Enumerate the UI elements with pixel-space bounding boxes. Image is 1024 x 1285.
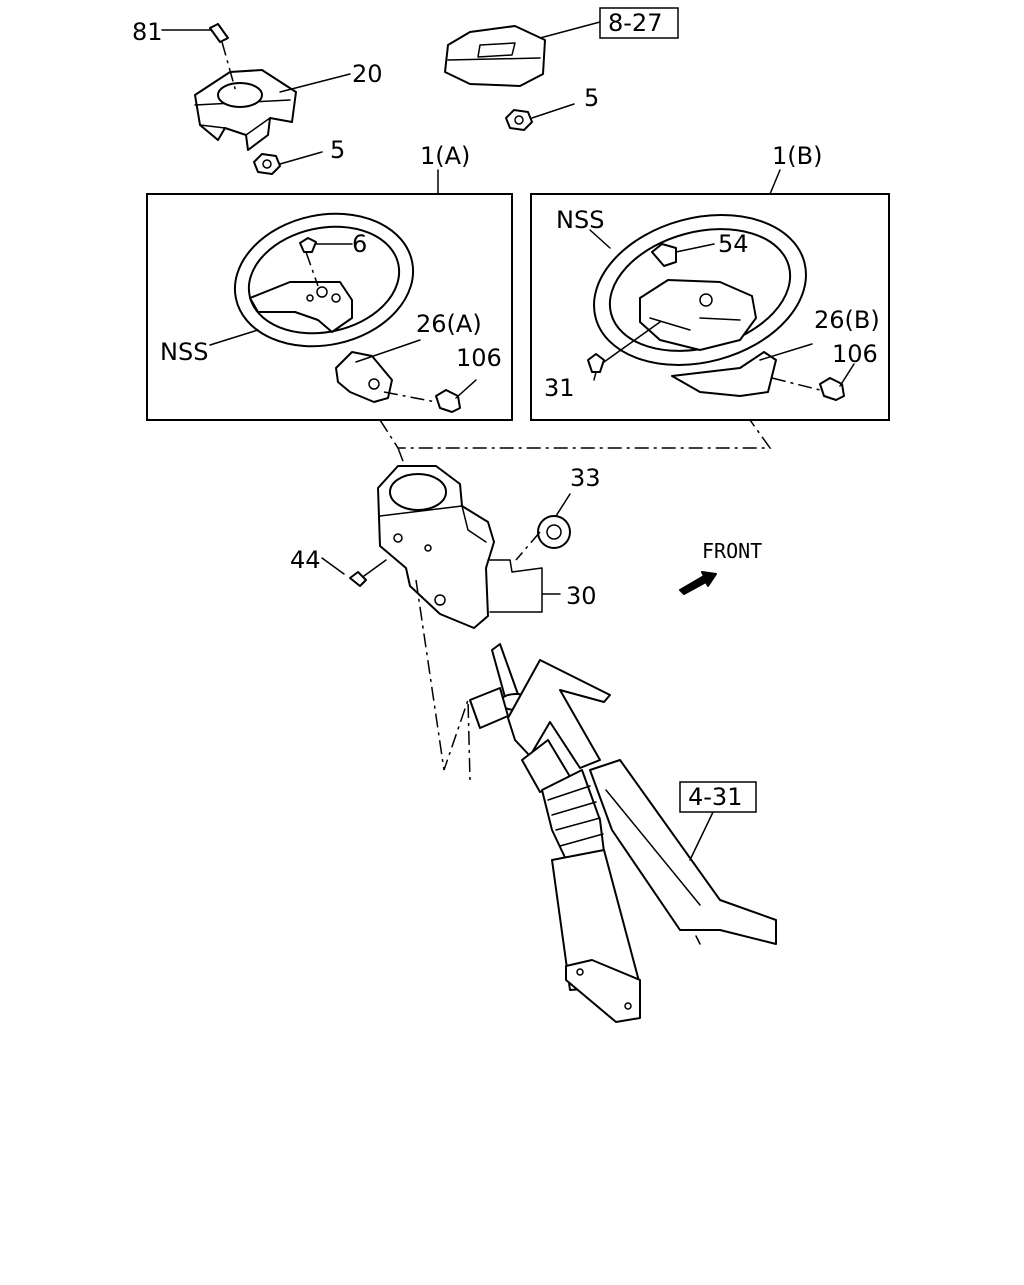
leader-4-31: [689, 809, 715, 861]
label-1b: 1(B): [772, 142, 822, 170]
steering-wheel-1b: [593, 214, 807, 366]
label-106-b: 106: [832, 340, 878, 368]
label-20: 20: [352, 60, 383, 88]
label-26a: 26(A): [416, 310, 482, 338]
ref-box-4-31: [679, 781, 757, 813]
label-44: 44: [290, 546, 321, 574]
label-30: 30: [566, 582, 597, 610]
box-1b: [530, 193, 890, 421]
label-ref-8-27: 8-27: [608, 9, 662, 37]
column-cover-30: [377, 465, 495, 629]
label-nss-a: NSS: [160, 338, 208, 366]
cover-26b: [671, 343, 813, 397]
label-33: 33: [570, 464, 601, 492]
switch-54: [651, 243, 715, 267]
horn-cover-8-27: [444, 21, 601, 87]
cover-26a: [335, 339, 437, 403]
label-ref-4-31: 4-31: [688, 783, 742, 811]
leader-nss-a: [209, 329, 259, 346]
steering-column: [469, 643, 777, 1023]
bolt-106-a: [435, 379, 477, 413]
box-1a: [146, 193, 513, 421]
nut-5-left: [253, 151, 323, 175]
nut-5-right: [505, 103, 575, 131]
label-31: 31: [544, 374, 575, 402]
label-5-left: 5: [330, 136, 345, 164]
label-81: 81: [132, 18, 163, 46]
leader-20: [279, 73, 351, 93]
screw-6: [299, 237, 353, 287]
steering-wheel-1a: [233, 212, 415, 348]
leader-nss-b: [589, 229, 611, 249]
clip-33: [515, 493, 571, 561]
front-arrow: [679, 571, 717, 595]
bolt-106-b: [771, 363, 855, 401]
label-nss-b: NSS: [556, 206, 604, 234]
label-5-right: 5: [584, 84, 599, 112]
label-front: FRONT: [702, 539, 762, 563]
label-1a: 1(A): [420, 142, 470, 170]
label-54: 54: [718, 230, 749, 258]
label-106-a: 106: [456, 344, 502, 372]
label-6: 6: [352, 230, 367, 258]
screw-31: [587, 321, 661, 381]
leader-1b: [769, 169, 781, 195]
pin-81: [161, 23, 237, 93]
assembly-line: [379, 419, 772, 449]
screw-44: [321, 557, 387, 587]
label-26b: 26(B): [814, 306, 880, 334]
horn-cover-20: [194, 69, 297, 151]
ref-box-8-27: [599, 7, 679, 39]
leader-30: [487, 559, 561, 613]
assembly-line-3: [415, 579, 471, 781]
